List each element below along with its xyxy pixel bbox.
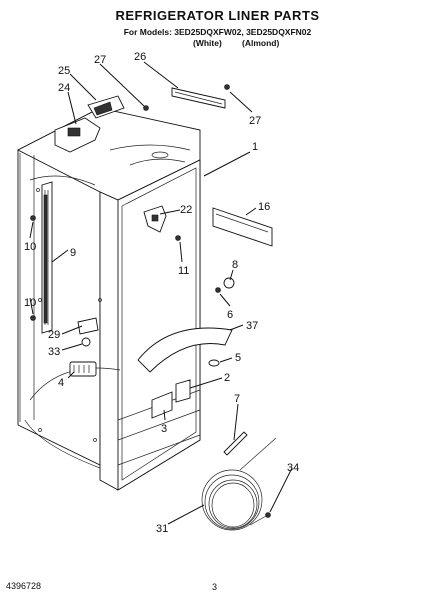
callout-10-lower: 10 (24, 297, 36, 309)
callout-6: 6 (227, 309, 233, 321)
callout-27-left: 27 (94, 54, 106, 66)
callout-26: 26 (134, 51, 146, 63)
callout-7: 7 (234, 393, 240, 405)
callout-10-upper: 10 (24, 241, 36, 253)
leader-lines (29, 61, 293, 525)
callout-16: 16 (258, 201, 270, 213)
document-number: 4396728 (6, 581, 42, 591)
callout-11: 11 (178, 265, 189, 277)
callout-8: 8 (232, 259, 238, 271)
color-almond-label: (Almond) (242, 38, 280, 48)
callout-37: 34 (287, 462, 299, 474)
callout-29: 29 (48, 329, 60, 341)
callout-24: 24 (58, 82, 70, 94)
top-bracket (171, 87, 226, 109)
callout-33: 33 (48, 346, 60, 358)
drain-bracket (151, 391, 173, 419)
small-bracket (143, 205, 167, 233)
light-cover (137, 327, 233, 373)
vent-grille (69, 361, 97, 377)
drain-tube (223, 431, 248, 456)
lower-bracket (175, 379, 191, 403)
model-numbers: For Models: 3ED25DQXFW02, 3ED25DQXFN02 (123, 27, 312, 37)
callout-9: 9 (70, 247, 76, 259)
control-housing (54, 95, 125, 153)
callout-2: 2 (224, 372, 230, 384)
vertical-rail (41, 181, 53, 334)
side-bracket (212, 207, 273, 247)
callout-31: 31 (156, 523, 168, 535)
screws (30, 84, 271, 518)
callout-27-right: 27 (249, 115, 261, 127)
callout-3: 3 (161, 423, 167, 435)
damper-clip (77, 317, 99, 347)
callout-5: 5 (235, 352, 241, 364)
color-white-label: (White) (193, 38, 222, 48)
callout-34: 37 (246, 320, 258, 332)
callout-25: 25 (58, 65, 70, 77)
callout-4: 4 (58, 377, 64, 389)
page-title: REFRIGERATOR LINER PARTS (115, 8, 320, 23)
callout-labels: 25 24 27 26 27 1 22 16 10 9 11 8 6 10 37… (24, 51, 299, 535)
coiled-wire (201, 437, 277, 531)
callout-22: 22 (180, 204, 192, 216)
page-number: 3 (212, 582, 218, 592)
callout-1: 1 (252, 141, 258, 153)
